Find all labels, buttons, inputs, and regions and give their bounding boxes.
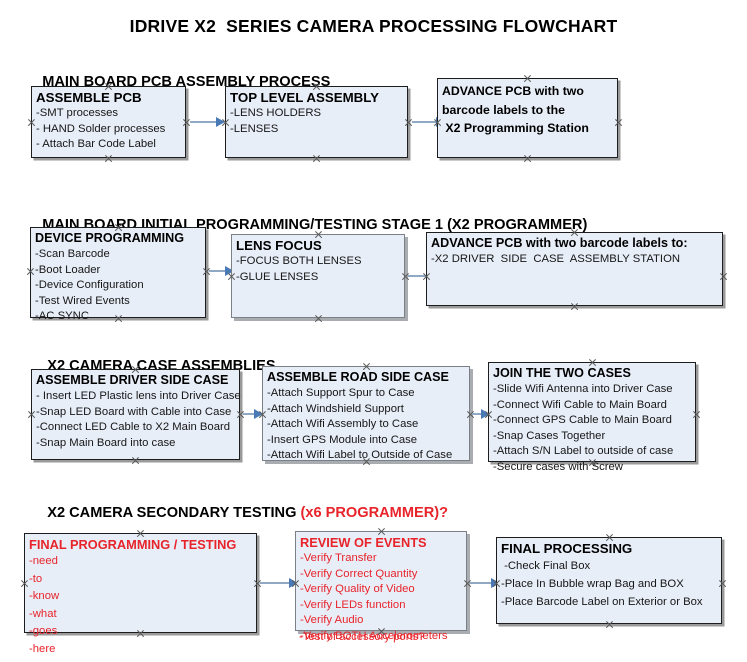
arrow-head-icon	[491, 578, 500, 588]
node-line: -Attach Wifi Assembly to Case	[267, 418, 419, 430]
arrow-head-icon	[254, 409, 263, 419]
arrow-shaft	[190, 121, 217, 123]
node-line: -Attach Wifi Label to Outside of Case	[267, 449, 453, 461]
node-line: -here	[29, 642, 56, 655]
node-overflow-line-review-of-events: -Test of accessory ports?	[299, 631, 425, 643]
node-line: -Verify Audio	[300, 614, 364, 626]
node-line: -Verify Correct Quantity	[300, 567, 418, 580]
node-line: -LENSES	[230, 122, 279, 135]
node-line: -Snap Main Board into case	[36, 436, 176, 449]
section-heading-text: X2 CAMERA SECONDARY TESTING	[47, 505, 301, 521]
arrow-device-programming-to-lens-focus	[209, 266, 234, 276]
node-line: -SMT processes	[36, 107, 119, 119]
arrow-shaft	[260, 582, 290, 584]
node-line: -to	[29, 572, 43, 585]
node-title: DEVICE PROGRAMMING	[35, 231, 185, 245]
arrow-shaft	[243, 413, 255, 415]
arrow-head-icon	[481, 409, 490, 419]
arrow-shaft	[408, 275, 430, 277]
node-line: -know	[29, 590, 60, 602]
node-line: barcode labels to the	[442, 103, 565, 117]
node-line: - Insert LED Plastic lens into Driver Ca…	[36, 390, 241, 402]
node-title: REVIEW OF EVENTS	[300, 535, 427, 550]
arrow-final-programming-to-review-of-events	[260, 578, 298, 588]
node-line: -Connect Wifi Cable to Main Board	[493, 398, 667, 411]
section-heading-accent: (x6 PROGRAMMER)?	[300, 505, 449, 521]
arrow-road-side-case-to-join-two-cases	[472, 409, 490, 419]
node-line: -Place In Bubble wrap Bag and BOX	[501, 578, 684, 591]
page-title: IDRIVE X2 SERIES CAMERA PROCESSING FLOWC…	[129, 16, 618, 36]
node-line: -goes	[29, 625, 58, 637]
node-advance-pcb-to-x2-programming-station[interactable]: ADVANCE PCB with two barcode labels to t…	[437, 78, 618, 158]
arrow-head-icon	[216, 117, 225, 127]
node-line: -what	[29, 607, 57, 620]
node-title: LENS FOCUS	[236, 238, 322, 253]
node-line: -AC SYNC	[35, 310, 89, 322]
node-title: ASSEMBLE PCB	[36, 90, 142, 105]
node-top-level-assembly[interactable]: TOP LEVEL ASSEMBLY -LENS HOLDERS -LENSES	[225, 86, 408, 158]
node-line: -Slide Wifi Antenna into Driver Case	[493, 383, 673, 395]
node-join-the-two-cases[interactable]: JOIN THE TWO CASES -Slide Wifi Antenna i…	[488, 362, 696, 473]
node-line: -Verify Quality of Video	[300, 583, 415, 595]
node-title: ASSEMBLE ROAD SIDE CASE	[267, 370, 449, 384]
node-line: -Scan Barcode	[35, 248, 110, 260]
node-line: -Connect GPS Cable to Main Board	[493, 414, 672, 426]
arrow-head-icon	[225, 266, 234, 276]
node-title: TOP LEVEL ASSEMBLY	[230, 90, 380, 105]
node-line: -LENS HOLDERS	[230, 107, 322, 119]
node-title: JOIN THE TWO CASES	[493, 366, 631, 380]
node-title: FINAL PROCESSING	[501, 541, 633, 556]
node-line: -Snap Cases Together	[493, 429, 606, 442]
node-title: ASSEMBLE DRIVER SIDE CASE	[36, 373, 229, 387]
node-device-programming[interactable]: DEVICE PROGRAMMING -Scan Barcode -Boot L…	[30, 227, 206, 322]
node-line: -Secure cases with Screw	[493, 460, 623, 473]
node-line: X2 Programming Station	[442, 121, 589, 135]
node-line: -Device Configuration	[35, 279, 144, 291]
node-review-of-events[interactable]: REVIEW OF EVENTS -Verify Transfer -Verif…	[295, 531, 467, 642]
node-assemble-driver-side-case[interactable]: ASSEMBLE DRIVER SIDE CASE - Insert LED P…	[31, 369, 241, 460]
node-line: -Connect LED Cable to X2 Main Board	[36, 421, 231, 433]
node-line: - Attach Bar Code Label	[36, 138, 156, 150]
node-assemble-pcb[interactable]: ASSEMBLE PCB -SMT processes - HAND Solde…	[31, 86, 186, 158]
node-final-processing[interactable]: FINAL PROCESSING -Check Final Box -Place…	[496, 537, 722, 624]
node-line: -Verify BOTH Accelerometers	[300, 629, 448, 642]
node-line: - HAND Solder processes	[36, 122, 166, 135]
node-line: -Insert GPS Module into Case	[267, 433, 418, 446]
node-line: -Check Final Box	[501, 560, 591, 572]
node-line: -Attach S/N Label to outside of case	[493, 445, 674, 457]
node-line: -Place Barcode Label on Exterior or Box	[501, 596, 703, 609]
arrow-shaft	[470, 582, 492, 584]
node-lens-focus[interactable]: LENS FOCUS -FOCUS BOTH LENSES -GLUE LENS…	[231, 234, 405, 318]
arrow-shaft	[472, 413, 482, 415]
section-heading-x2-camera-secondary-testing: X2 CAMERA SECONDARY TESTING (x6 PROGRAMM…	[31, 489, 448, 537]
node-line: -need	[29, 555, 58, 567]
node-line: -Test Wired Events	[35, 294, 130, 307]
node-title: ADVANCE PCB with two barcode labels to:	[431, 236, 688, 250]
arrow-shaft	[209, 270, 226, 272]
node-title: ADVANCE PCB with two	[442, 84, 584, 98]
node-line: -GLUE LENSES	[236, 270, 319, 283]
node-line: -Attach Windshield Support	[267, 402, 404, 415]
node-title: FINAL PROGRAMMING / TESTING	[29, 537, 237, 552]
arrow-assemble-pcb-to-top-level-assembly	[190, 117, 225, 127]
arrow-driver-side-case-to-road-side-case	[243, 409, 263, 419]
node-line: -Verify Transfer	[300, 552, 377, 564]
node-line: -FOCUS BOTH LENSES	[236, 255, 362, 267]
node-advance-pcb-to-driver-side-case-assembly[interactable]: ADVANCE PCB with two barcode labels to: …	[426, 232, 723, 306]
arrow-shaft	[412, 121, 437, 123]
node-line: -X2 DRIVER SIDE CASE ASSEMBLY STATION	[431, 253, 681, 265]
node-line: -Boot Loader	[35, 263, 101, 276]
node-line: -Attach Support Spur to Case	[267, 387, 415, 399]
node-line: -Verify LEDs function	[300, 598, 406, 611]
node-assemble-road-side-case[interactable]: ASSEMBLE ROAD SIDE CASE -Attach Support …	[262, 366, 470, 461]
arrow-head-icon	[289, 578, 298, 588]
node-line: -Snap LED Board with Cable into Case	[36, 405, 232, 418]
arrow-review-of-events-to-final-processing	[470, 578, 500, 588]
node-final-programming-testing[interactable]: FINAL PROGRAMMING / TESTING -need -to -k…	[24, 533, 257, 655]
